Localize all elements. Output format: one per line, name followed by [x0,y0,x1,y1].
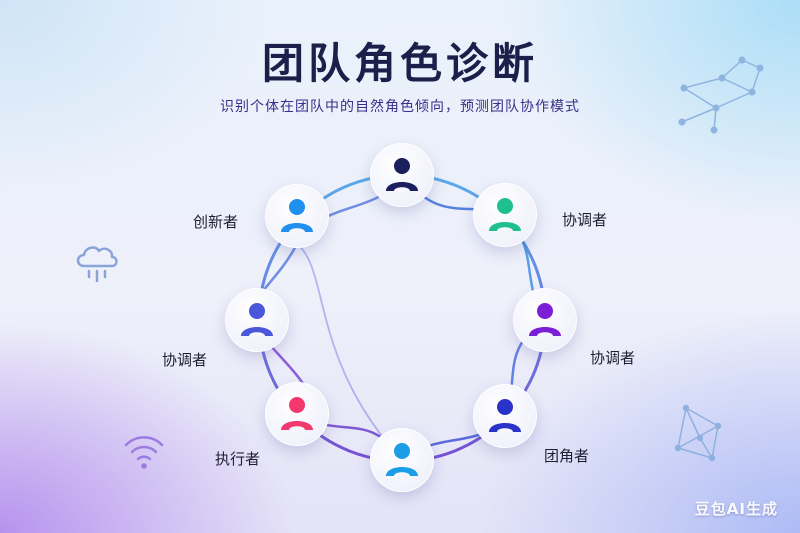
role-node-right [513,288,577,352]
person-icon [529,303,561,336]
person-icon [386,443,418,476]
role-label-right: 协调者 [590,349,636,367]
role-node-top [370,143,434,207]
role-node-top-right [473,183,537,247]
role-label-bottom-left: 执行者 [215,450,261,468]
role-node-left [225,288,289,352]
page-subtitle: 识别个体在团队中的自然角色倾向，预测团队协作模式 [220,99,580,115]
network-graph-icon [674,404,722,462]
role-node-bottom-right [473,384,537,448]
role-label-bottom-right: 团角者 [544,447,590,465]
role-label-top-left: 创新者 [193,213,239,231]
watermark-label: 豆包AI生成 [694,500,778,518]
role-node-bottom-left [265,382,329,446]
person-icon [281,199,313,232]
person-icon [281,397,313,430]
person-icon [241,303,273,336]
role-label-left: 协调者 [162,351,208,369]
person-icon [489,198,521,231]
connection-curve [296,243,403,461]
cloud-rain-icon [76,246,118,283]
wifi-icon [124,436,164,469]
role-node-bottom [370,428,434,492]
role-label-top-right: 协调者 [562,211,608,229]
role-node-top-left [265,184,329,248]
page-title: 团队角色诊断 [261,39,538,88]
person-icon [386,158,418,191]
network-graph-icon [678,56,764,134]
person-icon [489,399,521,432]
